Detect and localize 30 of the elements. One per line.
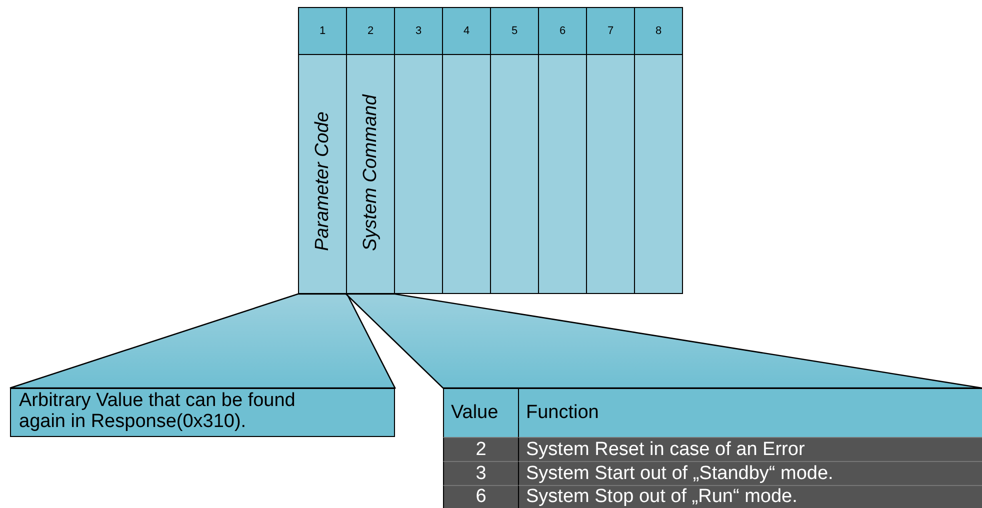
value-cell: 6 (443, 485, 518, 508)
value-table (443, 388, 982, 508)
expansion-wedge (344, 293, 982, 389)
column-number-cell: 4 (442, 7, 491, 55)
field-column (346, 54, 395, 294)
function-cell: System Stop out of „Run“ mode. (518, 485, 982, 508)
function-cell: System Start out of „Standby“ mode. (518, 461, 982, 485)
expansion-wedge (9, 293, 396, 389)
description-box: Arbitrary Value that can be found again in Response(0x310). (10, 388, 395, 437)
function-cell: System Reset in case of an Error (518, 437, 982, 461)
value-cell: 2 (443, 437, 518, 461)
column-header: Value (443, 388, 518, 437)
field-name: System Command (360, 94, 382, 251)
column-number-cell: 6 (538, 7, 587, 55)
column-number-cell: 2 (346, 7, 395, 55)
column-number-cell: 1 (298, 7, 347, 55)
value-cell: 3 (443, 461, 518, 485)
field-name: Parameter Code (312, 112, 334, 251)
field-column (298, 54, 347, 294)
field-column (442, 54, 491, 294)
column-header: Function (518, 388, 982, 437)
column-number-cell: 5 (490, 7, 539, 55)
column-number-cell: 7 (586, 7, 635, 55)
column-number-cell: 3 (394, 7, 443, 55)
field-column (490, 54, 539, 294)
field-column (634, 54, 683, 294)
field-column (394, 54, 443, 294)
field-column (586, 54, 635, 294)
column-number-cell: 8 (634, 7, 683, 55)
field-column (538, 54, 587, 294)
